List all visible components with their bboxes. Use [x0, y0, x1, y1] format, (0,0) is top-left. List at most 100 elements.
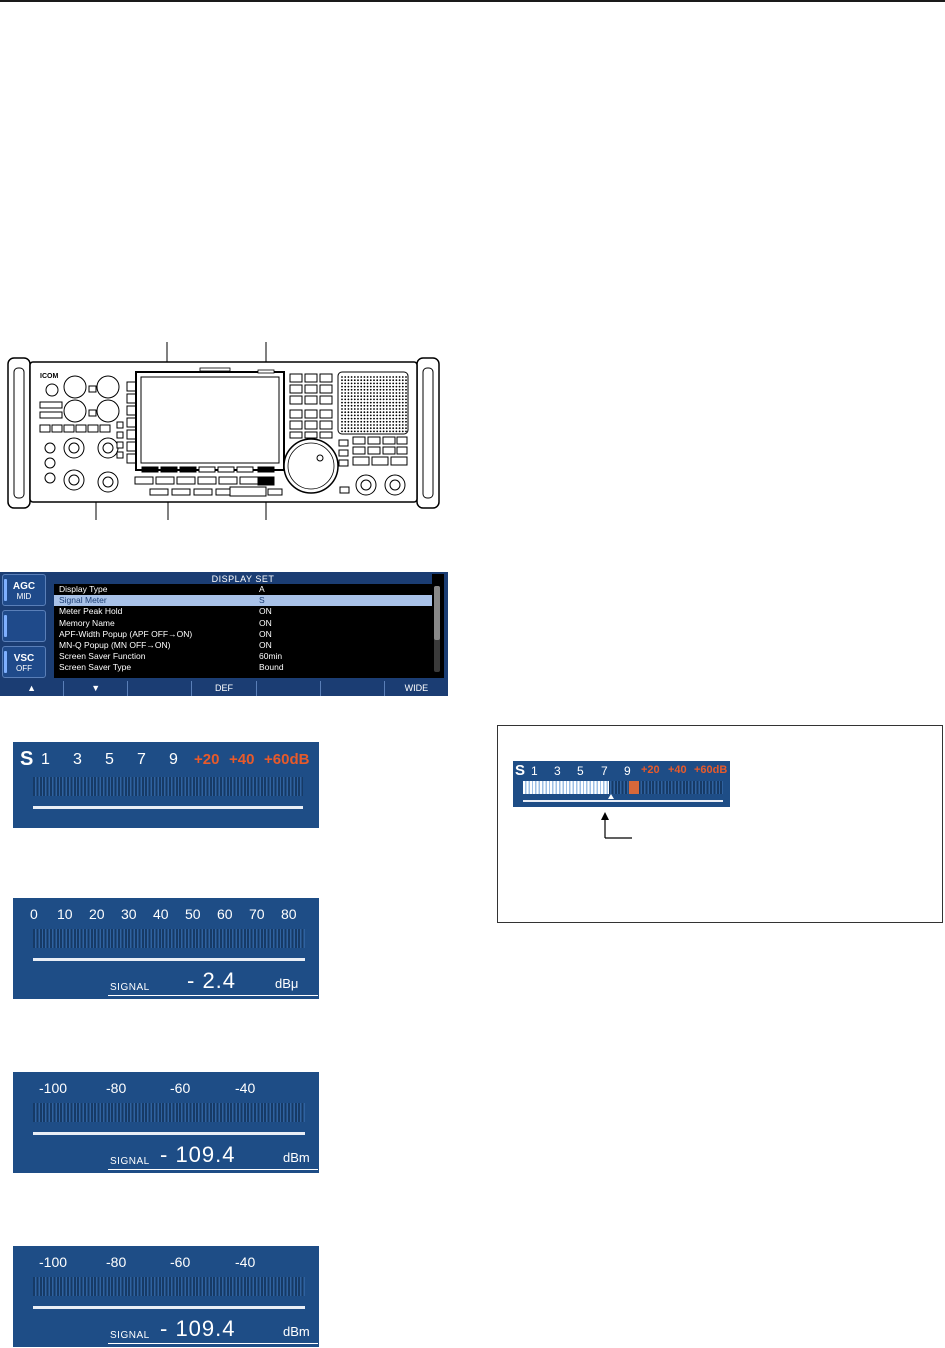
meter-bar-field	[33, 1103, 305, 1122]
dbu-tick-label: 80	[281, 906, 297, 922]
dbm-tick-label: -100	[39, 1080, 68, 1096]
menu-row-value: 60min	[259, 651, 283, 662]
meter-baseline	[33, 1306, 305, 1309]
indicator-icon	[4, 615, 7, 637]
menu-row-value: S	[259, 595, 265, 606]
fkey-blank-6[interactable]	[321, 681, 385, 696]
peak-marker-icon	[608, 794, 614, 799]
menu-row-value: ON	[259, 628, 272, 639]
small-tick-label: 5	[577, 764, 584, 778]
menu-row-label: Screen Saver Type	[59, 662, 132, 673]
s-tick-label: 7	[137, 751, 146, 768]
signal-underline	[108, 1169, 318, 1170]
menu-row-screen-saver-type[interactable]: Screen Saver Type Bound	[54, 662, 432, 673]
menu-row-meter-peak-hold[interactable]: Meter Peak Hold ON	[54, 606, 432, 617]
dbm-meter-display-2: -100 -80 -60 -40 SIGNAL - 109.4 dBm	[13, 1246, 319, 1347]
small-s-letter: S	[515, 762, 526, 779]
menu-row-mn-q-popup[interactable]: MN-Q Popup (MN OFF→ON) ON	[54, 640, 432, 651]
menu-row-apf-width-popup[interactable]: APF-Width Popup (APF OFF→ON) ON	[54, 629, 432, 640]
dbu-tick-label: 60	[217, 906, 233, 922]
signal-underline	[108, 995, 318, 996]
fkey-up[interactable]: ▲	[0, 681, 65, 696]
small-s-meter: S 1 3 5 7 9 +20 +40 +60dB	[513, 761, 730, 807]
side-button-vsc[interactable]: VSC OFF	[2, 646, 46, 678]
dbu-tick-label: 40	[153, 906, 169, 922]
signal-value: - 109.4	[160, 1142, 236, 1167]
dbm-tick-label: -60	[170, 1254, 191, 1270]
dbm-tick-label: -80	[106, 1254, 127, 1270]
signal-label: SIGNAL	[110, 1330, 150, 1341]
signal-unit: dBμ	[275, 976, 299, 991]
menu-row-display-type[interactable]: Display Type A	[54, 584, 432, 595]
menu-scrollbar[interactable]	[434, 586, 440, 672]
signal-value: - 109.4	[160, 1316, 236, 1341]
signal-unit: dBm	[283, 1324, 310, 1339]
small-meter-baseline	[523, 800, 723, 802]
s-tick-label: 3	[73, 751, 82, 768]
menu-row-label: APF-Width Popup (APF OFF→ON)	[59, 628, 193, 639]
dbu-tick-label: 30	[121, 906, 137, 922]
dbu-tick-label: 0	[30, 906, 38, 922]
menu-row-value: ON	[259, 639, 272, 650]
dbm-tick-label: -40	[235, 1080, 256, 1096]
indicator-icon	[4, 651, 7, 673]
signal-underline	[108, 1343, 318, 1344]
display-set-menu-screen: AGC MID VSC OFF DISPLAY SET Display Type…	[0, 572, 448, 696]
top-rule	[0, 0, 945, 2]
menu-row-value: ON	[259, 617, 272, 628]
s-tick-label-red: +60dB	[264, 751, 310, 768]
menu-row-value: Bound	[259, 662, 284, 673]
fkey-def[interactable]: DEF	[192, 681, 257, 696]
small-tick-label: 1	[531, 764, 538, 778]
menu-row-label: Signal Meter	[59, 595, 107, 606]
small-tick-label: 7	[601, 764, 608, 778]
menu-title: DISPLAY SET	[54, 574, 432, 584]
svg-text:ICOM: ICOM	[40, 373, 58, 380]
signal-value: - 2.4	[187, 968, 237, 993]
meter-baseline	[33, 958, 305, 961]
meter-baseline	[33, 806, 303, 809]
meter-bar-field	[33, 929, 305, 948]
menu-row-signal-meter[interactable]: Signal Meter S	[54, 595, 432, 607]
dbm-tick-label: -80	[106, 1080, 127, 1096]
small-tick-label: 3	[554, 764, 561, 778]
menu-row-value: ON	[259, 606, 272, 617]
fkey-wide[interactable]: WIDE	[404, 683, 429, 693]
radio-front-panel-illustration: ICOM	[7, 342, 440, 520]
menu-row-memory-name[interactable]: Memory Name ON	[54, 618, 432, 629]
side-button-label: AGC	[12, 581, 36, 592]
menu-row-value: A	[259, 584, 265, 594]
fkey-blank-5[interactable]	[257, 681, 321, 696]
s-meter-display: S 1 3 5 7 9 +20 +40 +60dB	[13, 742, 319, 828]
indicator-icon	[4, 579, 7, 601]
small-meter-red-segment	[629, 781, 639, 794]
side-button-label: VSC	[13, 653, 35, 664]
dbm-tick-label: -40	[235, 1254, 256, 1270]
s-tick-label-red: +40	[229, 751, 255, 768]
dbu-tick-label: 20	[89, 906, 105, 922]
dbu-tick-label: 10	[57, 906, 73, 922]
fkey-blank-3[interactable]	[128, 681, 193, 696]
menu-row-label: MN-Q Popup (MN OFF→ON)	[59, 639, 171, 650]
peak-arrow-icon	[601, 812, 632, 839]
dbu-meter-display: 0 10 20 30 40 50 60 70 80 SIGNAL - 2.4 d…	[13, 898, 319, 999]
small-tick-label-red: +40	[668, 764, 687, 776]
side-button-value: MID	[16, 592, 32, 601]
side-button-agc[interactable]: AGC MID	[2, 574, 46, 606]
small-tick-label: 9	[624, 764, 631, 778]
s-tick-label: 9	[169, 751, 178, 768]
meter-bar-field	[33, 777, 303, 796]
menu-row-label: Meter Peak Hold	[59, 606, 123, 617]
small-tick-label-red: +60dB	[694, 764, 728, 776]
menu-row-screen-saver-function[interactable]: Screen Saver Function 60min	[54, 651, 432, 662]
small-meter-signal-fill	[523, 781, 609, 794]
side-button-blank[interactable]	[2, 610, 46, 642]
s-letter: S	[20, 748, 34, 770]
dbu-tick-label: 50	[185, 906, 201, 922]
meter-baseline	[33, 1132, 305, 1135]
meter-bar-field	[33, 1277, 305, 1296]
dbm-tick-label: -100	[39, 1254, 68, 1270]
small-tick-label-red: +20	[641, 764, 660, 776]
signal-label: SIGNAL	[110, 982, 150, 993]
fkey-down[interactable]: ▼	[64, 681, 129, 696]
